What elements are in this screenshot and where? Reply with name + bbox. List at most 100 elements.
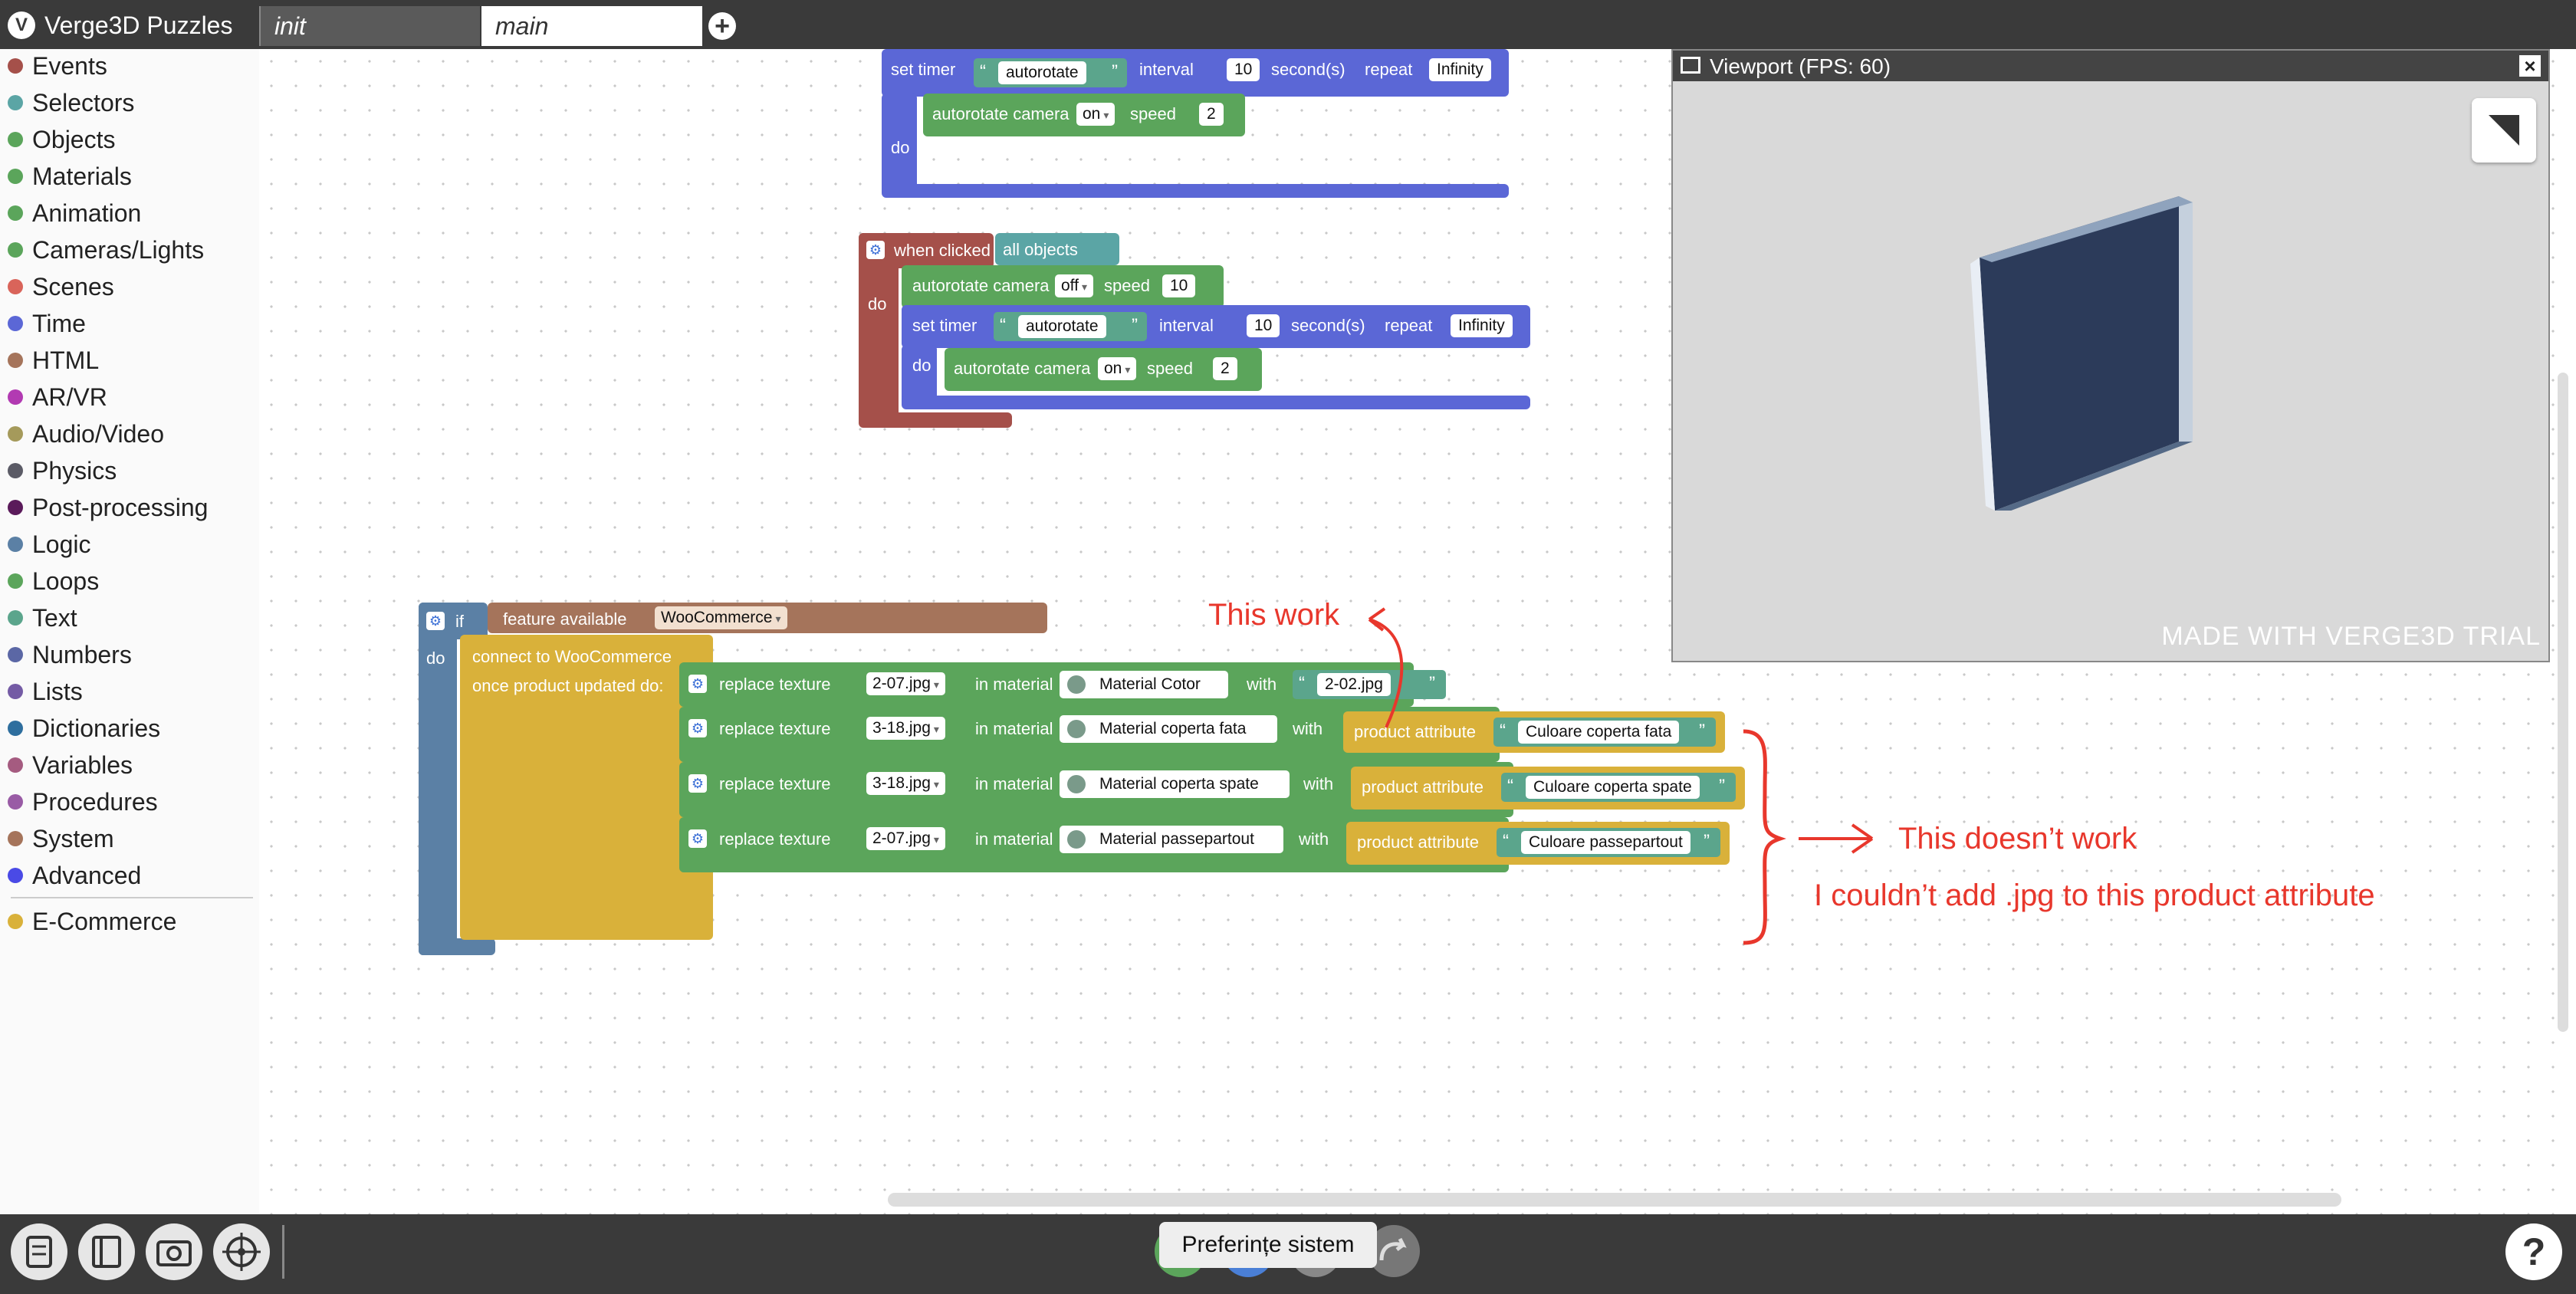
if-block[interactable]: ⚙ if (419, 603, 488, 639)
all-objects-selector[interactable]: all objects (995, 233, 1119, 265)
material-selector[interactable]: Material coperta fata (1060, 715, 1277, 743)
screenshot-button[interactable] (146, 1223, 202, 1280)
category-cameras-lights[interactable]: Cameras/Lights (8, 233, 204, 267)
category-dictionaries[interactable]: Dictionaries (8, 711, 160, 745)
category-dot-icon (8, 721, 23, 736)
category-e-commerce[interactable]: E-Commerce (8, 905, 176, 938)
annotation-right-arrow-icon (1799, 823, 1874, 854)
book-3d-model[interactable] (1949, 181, 2225, 511)
category-audio-video[interactable]: Audio/Video (8, 417, 164, 451)
split-panel-icon[interactable] (1681, 57, 1700, 74)
category-dot-icon (8, 684, 23, 699)
set-timer-block[interactable]: set timer “ autorotate ” interval 10 sec… (882, 49, 1509, 97)
help-button[interactable]: ? (2505, 1223, 2562, 1280)
annotation-this-work: This work (1208, 598, 1340, 632)
tooltip-system-preferences: Preferințe sistem (1159, 1222, 1377, 1268)
category-dot-icon (8, 353, 23, 368)
product-attribute-block[interactable]: product attribute “ Culoare coperta spat… (1351, 767, 1745, 810)
tab-init[interactable]: init (259, 6, 480, 46)
timer-do-arm: do (882, 94, 917, 193)
category-dot-icon (8, 279, 23, 294)
timer-name-string[interactable]: “ autorotate ” (974, 58, 1127, 87)
trial-watermark: MADE WITH VERGE3D TRIAL (2161, 622, 2541, 651)
viewport-window[interactable]: Viewport (FPS: 60) × MADE WITH VERGE3D T… (1671, 49, 2550, 662)
category-scenes[interactable]: Scenes (8, 270, 114, 304)
gear-icon[interactable]: ⚙ (426, 612, 445, 630)
category-html[interactable]: HTML (8, 343, 99, 377)
category-animation[interactable]: Animation (8, 196, 141, 230)
close-icon[interactable]: × (2519, 55, 2541, 77)
timer-bottom-bar (882, 184, 1509, 198)
category-dot-icon (8, 316, 23, 331)
material-icon (1067, 830, 1086, 849)
feature-available-block[interactable]: feature available WooCommerce▾ (488, 603, 1047, 633)
viewport-titlebar[interactable]: Viewport (FPS: 60) × (1673, 51, 2548, 81)
tab-main[interactable]: main (481, 6, 702, 46)
category-time[interactable]: Time (8, 307, 86, 340)
category-procedures[interactable]: Procedures (8, 785, 158, 819)
fullscreen-button[interactable] (2472, 98, 2536, 163)
product-attribute-block[interactable]: product attribute “ Culoare passepartout… (1346, 822, 1730, 865)
annotation-curved-arrow-icon (1368, 607, 1404, 728)
replace-texture-block-3[interactable]: ⚙ replace texture 3-18.jpg▾ in material … (679, 762, 1745, 817)
category-dot-icon (8, 537, 23, 552)
autorotate-camera-block[interactable]: autorotate camera on▾ speed 2 (923, 94, 1245, 136)
replace-texture-block-1[interactable]: ⚙ replace texture 2-07.jpg▾ in material … (679, 662, 1446, 707)
autorotate-camera-off-block[interactable]: autorotate camera off▾ speed 10 (902, 265, 1224, 308)
material-selector[interactable]: Material passepartout (1060, 826, 1283, 853)
category-logic[interactable]: Logic (8, 527, 91, 561)
category-numbers[interactable]: Numbers (8, 638, 132, 672)
category-ar-vr[interactable]: AR/VR (8, 380, 107, 414)
timer-bottom-bar (902, 396, 1530, 409)
horizontal-scrollbar[interactable] (888, 1193, 2341, 1207)
attribute-name-string[interactable]: “ Culoare coperta spate ” (1501, 773, 1736, 802)
category-system[interactable]: System (8, 822, 114, 856)
connect-woocommerce-block[interactable]: connect to WooCommerce once product upda… (460, 635, 713, 940)
category-dot-icon (8, 757, 23, 773)
category-post-processing[interactable]: Post-processing (8, 491, 208, 524)
material-icon (1067, 775, 1086, 793)
attribute-name-string[interactable]: “ Culoare coperta fata ” (1493, 718, 1716, 747)
add-tab-icon[interactable]: + (708, 12, 736, 40)
toggle-sidebar-button[interactable] (78, 1223, 135, 1280)
if-block-arm: do (419, 603, 457, 955)
category-lists[interactable]: Lists (8, 675, 83, 708)
category-events[interactable]: Events (8, 49, 107, 83)
vertical-scrollbar[interactable] (2558, 373, 2568, 1032)
autorotate-camera-on-block[interactable]: autorotate camera on▾ speed 2 (945, 348, 1262, 391)
category-selectors[interactable]: Selectors (8, 86, 134, 120)
category-dot-icon (8, 500, 23, 515)
category-text[interactable]: Text (8, 601, 77, 635)
category-sidebar: Events Selectors Objects Materials Anima… (0, 49, 259, 1214)
category-advanced[interactable]: Advanced (8, 859, 141, 892)
gear-icon[interactable]: ⚙ (688, 829, 707, 848)
category-physics[interactable]: Physics (8, 454, 117, 488)
timer-name-string[interactable]: “ autorotate ” (994, 312, 1147, 341)
replace-texture-block-2[interactable]: ⚙ replace texture 3-18.jpg▾ in material … (679, 707, 1725, 762)
verge3d-logo-icon: V (8, 11, 35, 39)
replace-texture-block-4[interactable]: ⚙ replace texture 2-07.jpg▾ in material … (679, 817, 1730, 872)
attribute-name-string[interactable]: “ Culoare passepartout ” (1497, 828, 1720, 857)
top-bar: V Verge3D Puzzles init main + (0, 0, 2576, 49)
material-selector[interactable]: Material coperta spate (1060, 770, 1290, 798)
category-dot-icon (8, 95, 23, 110)
target-icon (222, 1233, 261, 1271)
category-objects[interactable]: Objects (8, 123, 115, 156)
gear-icon[interactable]: ⚙ (688, 774, 707, 793)
texture-string[interactable]: “ 2-02.jpg ” (1293, 670, 1446, 699)
set-timer-block[interactable]: set timer “ autorotate ” interval 10 sec… (902, 305, 1530, 348)
product-attribute-block[interactable]: product attribute “ Culoare coperta fata… (1343, 711, 1725, 753)
category-dot-icon (8, 573, 23, 589)
when-clicked-block[interactable]: ⚙ when clicked (859, 233, 994, 268)
gear-icon[interactable]: ⚙ (866, 241, 885, 259)
library-button[interactable] (11, 1223, 67, 1280)
category-dot-icon (8, 914, 23, 929)
category-dot-icon (8, 58, 23, 74)
gear-icon[interactable]: ⚙ (688, 719, 707, 737)
category-loops[interactable]: Loops (8, 564, 99, 598)
category-materials[interactable]: Materials (8, 159, 132, 193)
category-variables[interactable]: Variables (8, 748, 133, 782)
material-selector[interactable]: Material Cotor (1060, 671, 1228, 698)
center-view-button[interactable] (213, 1223, 270, 1280)
gear-icon[interactable]: ⚙ (688, 675, 707, 693)
